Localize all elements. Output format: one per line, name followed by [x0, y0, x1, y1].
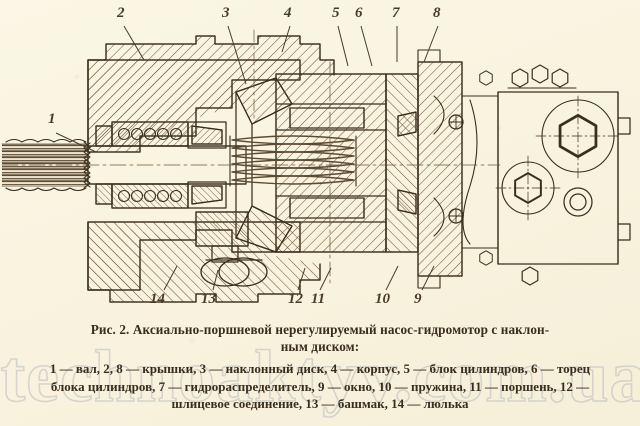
callout-11: 11	[311, 291, 326, 307]
callout-2: 2	[117, 5, 125, 21]
callout-1: 1	[48, 111, 56, 127]
legend-line-1: 1 — вал, 2, 8 — крышки, 3 — наклонный ди…	[49, 361, 591, 376]
leader-lines	[55, 25, 439, 291]
callout-13: 13	[201, 291, 216, 307]
callout-14: 14	[150, 291, 165, 307]
callout-3: 3	[222, 5, 230, 21]
callout-9: 9	[414, 291, 422, 307]
callout-10: 10	[375, 291, 390, 307]
callout-4: 4	[284, 5, 292, 21]
callout-5: 5	[332, 5, 340, 21]
callout-8: 8	[433, 5, 441, 21]
callout-12: 12	[288, 291, 303, 307]
figure-caption: Рис. 2. Аксиально-поршневой нерегулируем…	[0, 322, 640, 413]
caption-line-2: ным диском:	[280, 338, 360, 354]
legend-line-3: шлицевое соединение, 13 — башмак, 14 — л…	[171, 396, 469, 411]
figure-legend: 1 — вал, 2, 8 — крышки, 3 — наклонный ди…	[0, 360, 640, 413]
caption-line-1: Рис. 2. Аксиально-поршневой нерегулируем…	[90, 322, 550, 337]
callout-7: 7	[392, 5, 400, 21]
callout-6: 6	[355, 5, 363, 21]
legend-line-2: блока цилиндров, 7 — гидрораспределитель…	[50, 378, 590, 394]
